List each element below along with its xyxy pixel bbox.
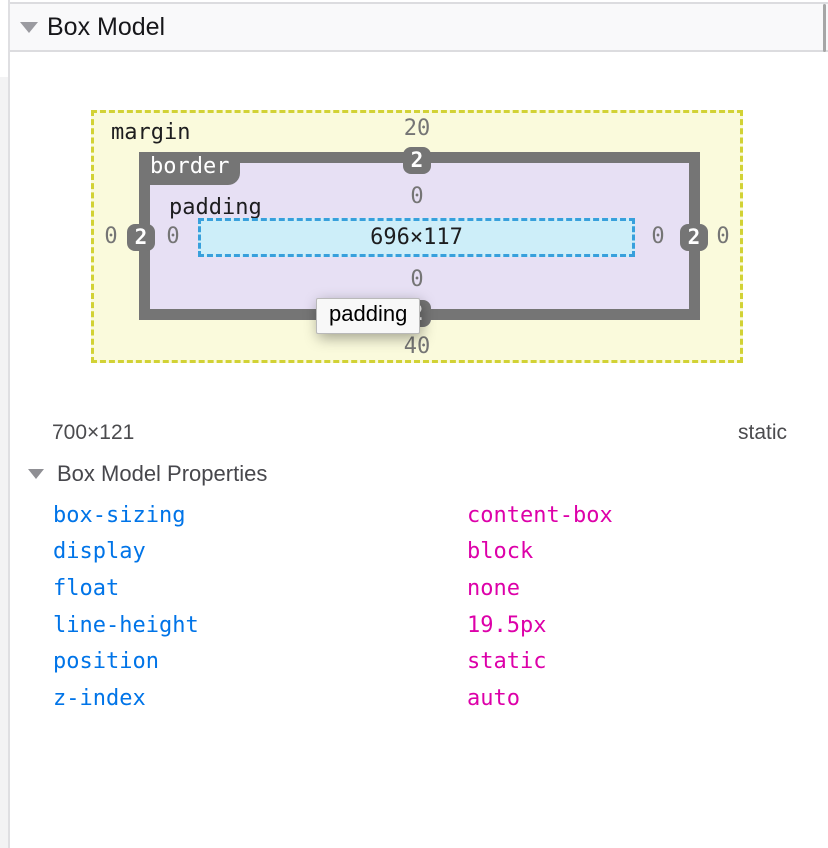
element-summary-row: 700×121 static: [52, 421, 787, 445]
adjacent-panel-edge: [0, 0, 8, 77]
margin-label: margin: [111, 120, 191, 145]
property-value[interactable]: none: [467, 575, 520, 601]
box-model-diagram-margin-region[interactable]: margin border padding 696×117 20 2 0 0 2…: [91, 110, 743, 363]
property-row[interactable]: box-sizing content-box: [53, 497, 818, 534]
content-dimensions: 696×117: [370, 225, 463, 250]
property-value[interactable]: block: [467, 539, 534, 565]
border-left-value[interactable]: 2: [127, 224, 155, 251]
panel-splitter[interactable]: [8, 0, 10, 848]
padding-right-value[interactable]: 0: [651, 224, 665, 249]
property-name[interactable]: display: [53, 539, 146, 565]
property-name[interactable]: box-sizing: [53, 502, 186, 528]
content-region[interactable]: 696×117: [198, 218, 635, 257]
property-value[interactable]: 19.5px: [467, 612, 547, 638]
property-value[interactable]: static: [467, 649, 547, 675]
panel-title: Box Model: [47, 12, 166, 41]
margin-top-value[interactable]: 20: [403, 116, 431, 141]
margin-right-value[interactable]: 0: [716, 224, 730, 249]
margin-bottom-value[interactable]: 40: [403, 334, 431, 359]
border-right-value[interactable]: 2: [680, 224, 708, 251]
border-label: border: [139, 152, 241, 185]
property-row[interactable]: display block: [53, 534, 818, 571]
scrollbar-thumb[interactable]: [823, 4, 826, 52]
adjacent-panel-edge-lower: [0, 77, 8, 848]
padding-label: padding: [169, 195, 262, 220]
box-model-section-header[interactable]: Box Model: [10, 2, 828, 52]
element-dimensions: 700×121: [52, 421, 135, 444]
chevron-down-icon[interactable]: [28, 469, 44, 479]
property-name[interactable]: position: [53, 649, 159, 675]
box-model-properties-header[interactable]: Box Model Properties: [28, 461, 267, 487]
property-name[interactable]: z-index: [53, 685, 146, 711]
padding-bottom-value[interactable]: 0: [410, 267, 424, 292]
element-position: static: [737, 421, 787, 444]
padding-left-value[interactable]: 0: [166, 224, 180, 249]
padding-top-value[interactable]: 0: [410, 184, 424, 209]
box-model-properties-list: box-sizing content-box display block flo…: [53, 497, 818, 717]
chevron-down-icon[interactable]: [20, 21, 38, 33]
property-row[interactable]: z-index auto: [53, 680, 818, 717]
padding-tooltip-text: padding: [329, 301, 408, 326]
property-row[interactable]: line-height 19.5px: [53, 607, 818, 644]
property-row[interactable]: position static: [53, 643, 818, 680]
border-top-value[interactable]: 2: [403, 147, 431, 174]
property-name[interactable]: float: [53, 575, 120, 601]
margin-left-value[interactable]: 0: [104, 224, 118, 249]
properties-title: Box Model Properties: [57, 461, 268, 486]
property-value[interactable]: auto: [467, 685, 520, 711]
property-name[interactable]: line-height: [53, 612, 199, 638]
padding-tooltip: padding: [316, 298, 421, 334]
property-value[interactable]: content-box: [467, 502, 613, 528]
property-row[interactable]: float none: [53, 570, 818, 607]
